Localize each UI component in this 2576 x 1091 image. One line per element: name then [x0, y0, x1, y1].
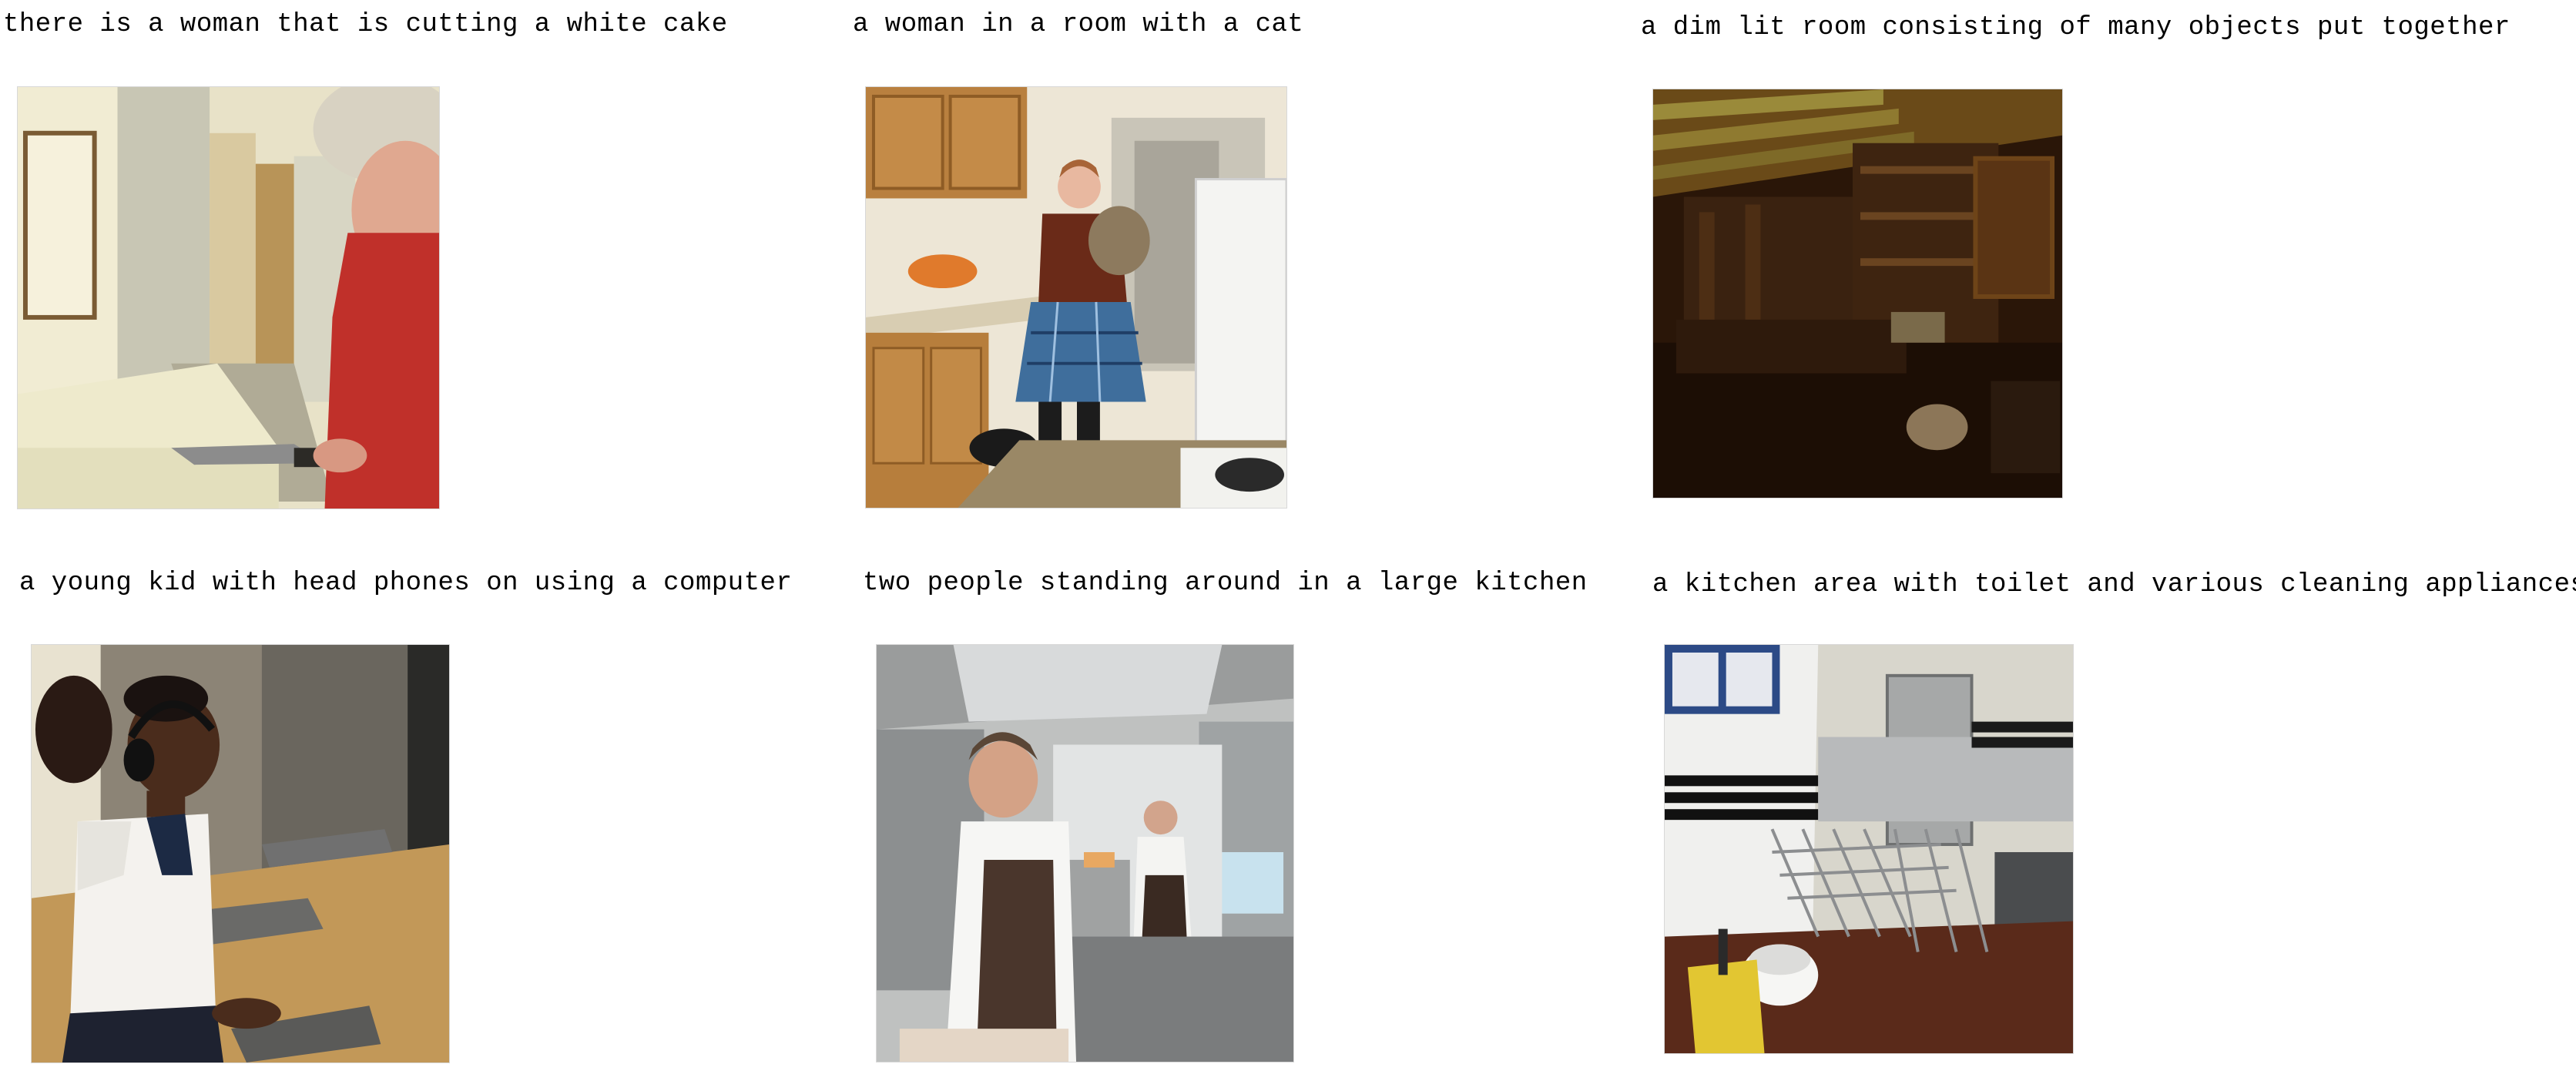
photo-two-people-commercial-kitchen [876, 644, 1294, 1062]
caption-5: two people standing around in a large ki… [863, 569, 1588, 598]
photo-kid-headphones-computer [31, 644, 450, 1063]
photo-kitchen-toilet-cleaning [1664, 644, 2074, 1054]
caption-3: a dim lit room consisting of many object… [1641, 13, 2511, 42]
caption-6: a kitchen area with toilet and various c… [1652, 570, 2576, 599]
caption-1: there is a woman that is cutting a white… [3, 10, 728, 39]
caption-4: a young kid with head phones on using a … [19, 569, 793, 598]
photo-woman-with-cat-kitchen [865, 86, 1287, 509]
caption-2: a woman in a room with a cat [853, 10, 1304, 39]
photo-dim-lit-workshop [1652, 89, 2063, 499]
photo-woman-cutting-cake [17, 86, 440, 509]
